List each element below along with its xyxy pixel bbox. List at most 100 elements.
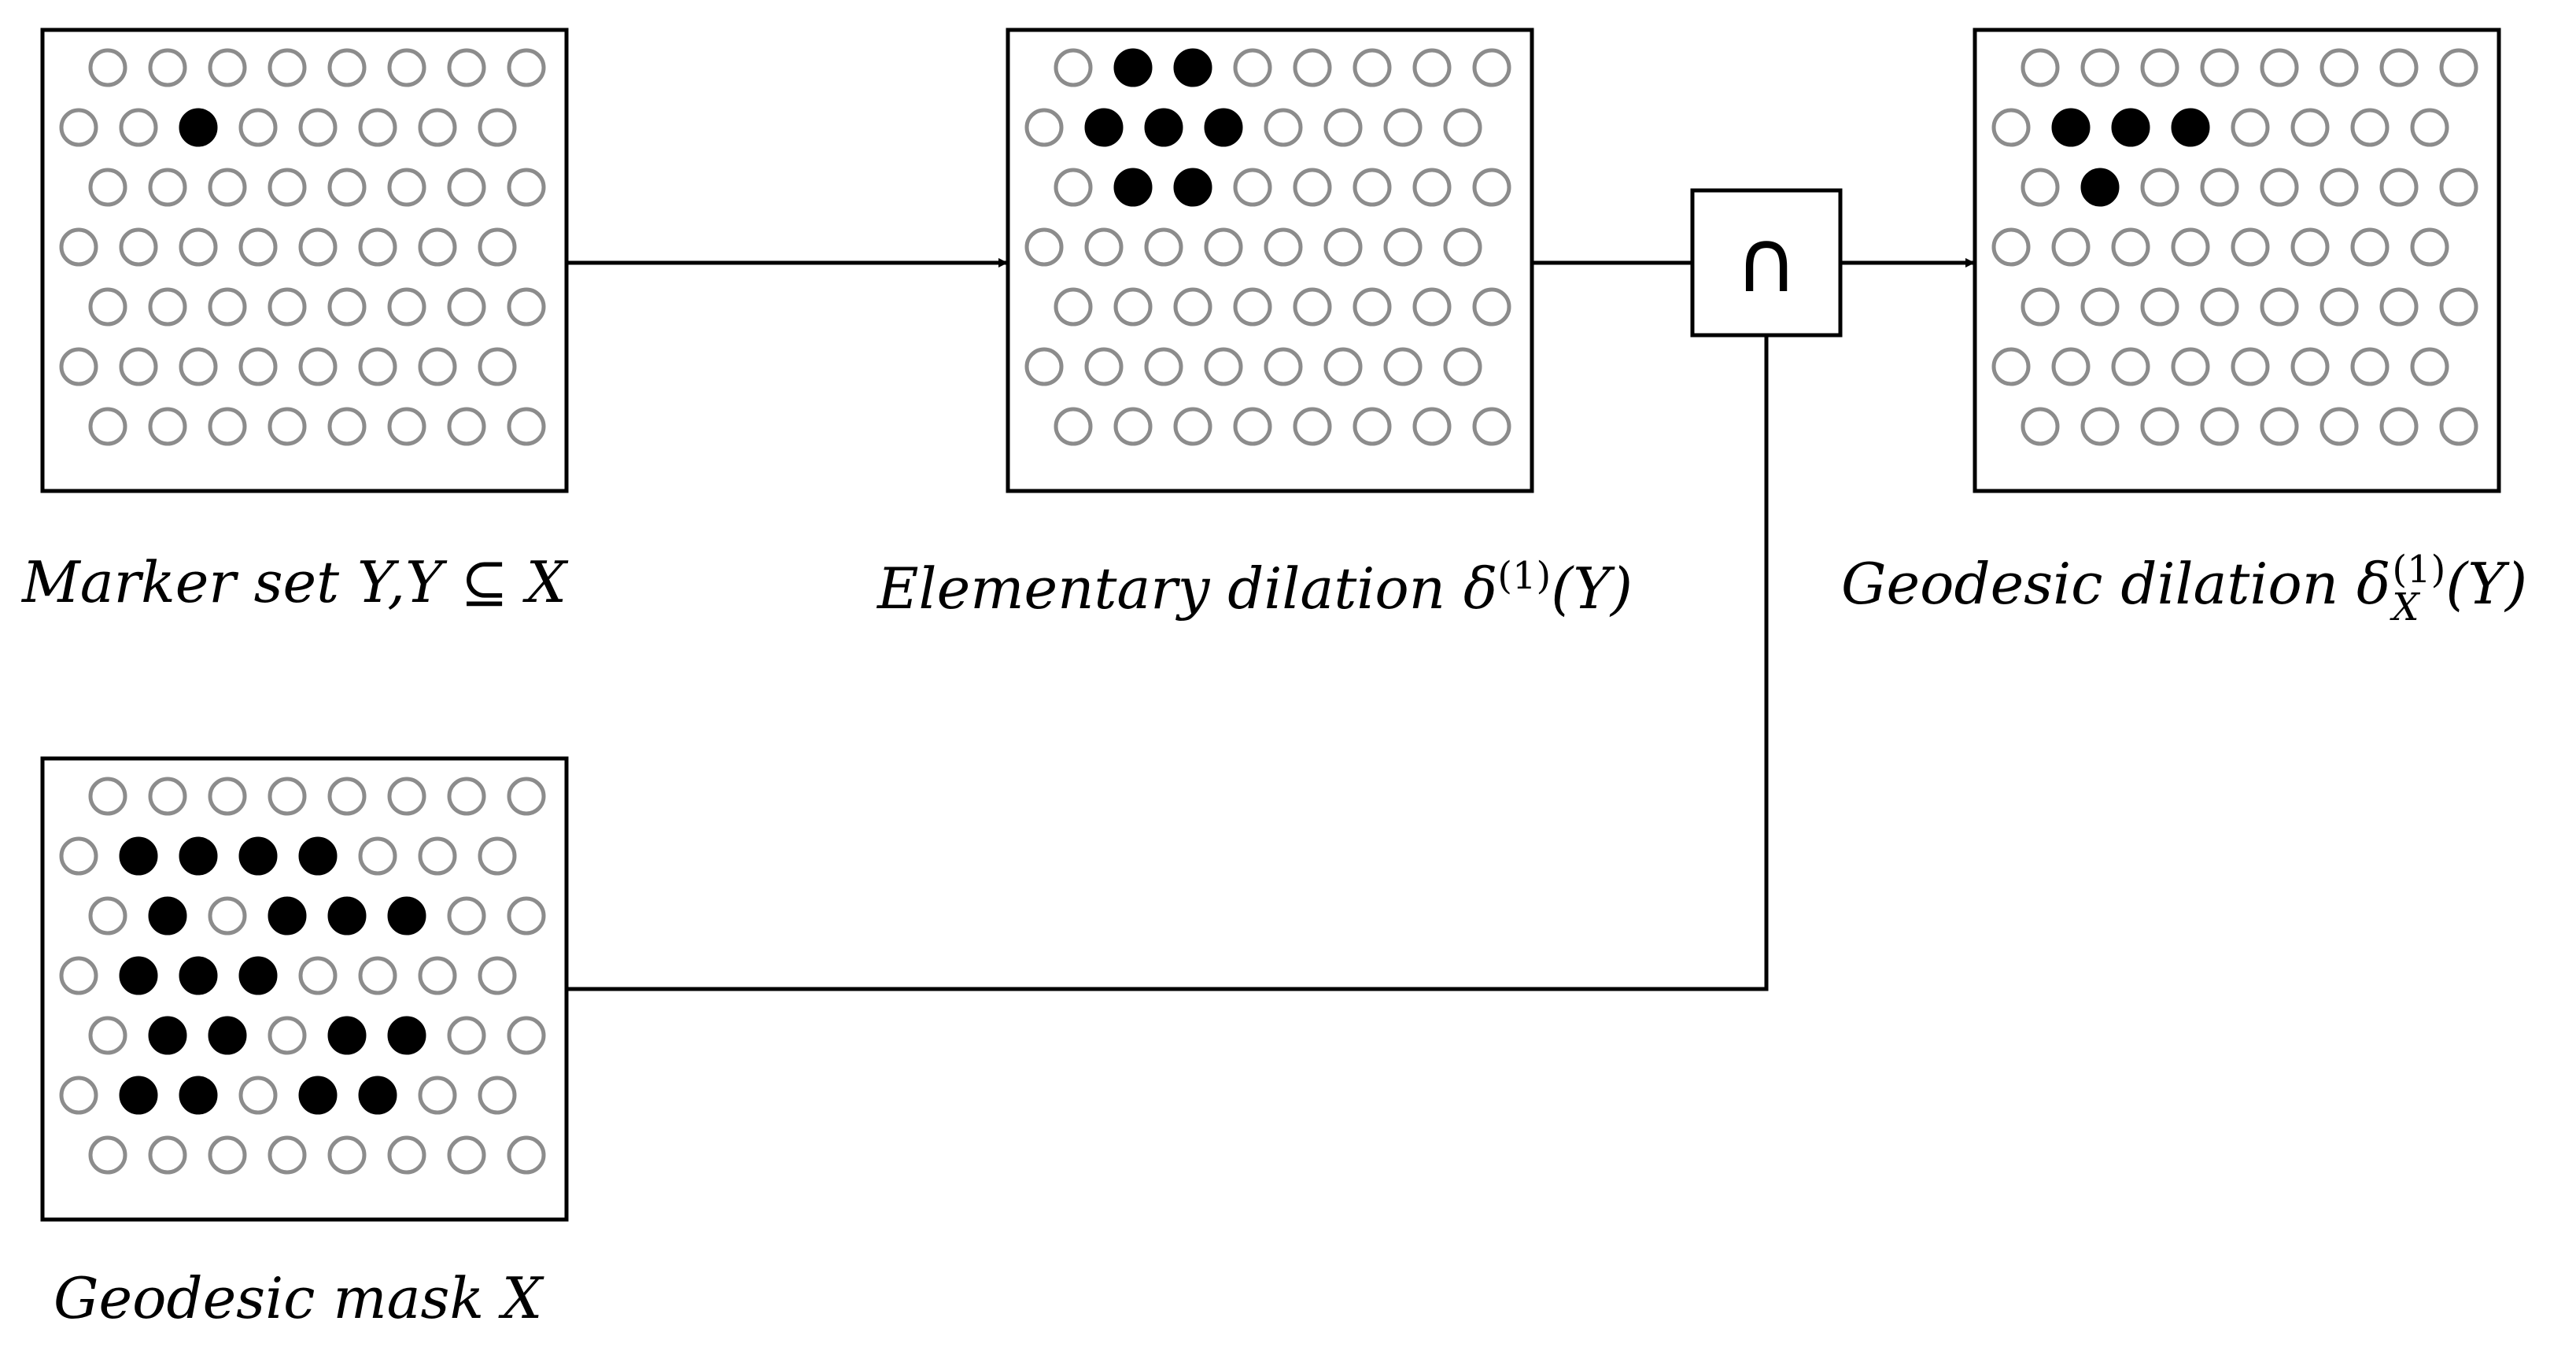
empty-pixel <box>2140 407 2179 446</box>
empty-pixel <box>1412 287 1452 327</box>
filled-pixel <box>2080 168 2120 207</box>
empty-pixel <box>507 287 546 327</box>
filled-pixel <box>148 896 187 936</box>
empty-pixel <box>387 287 426 327</box>
filled-pixel <box>148 1016 187 1055</box>
empty-pixel <box>507 777 546 816</box>
empty-pixel <box>2350 108 2390 147</box>
empty-pixel <box>1024 347 1064 386</box>
empty-pixel <box>447 287 486 327</box>
empty-pixel <box>1991 108 2031 147</box>
filled-pixel <box>238 956 278 995</box>
empty-pixel <box>298 956 338 995</box>
marker-caption-text: Marker set Y,Y ⊆ X <box>22 549 567 615</box>
empty-pixel <box>1443 227 1482 267</box>
empty-pixel <box>2021 287 2060 327</box>
empty-pixel <box>2231 347 2270 386</box>
elementary-caption-argument: (Y) <box>1551 555 1633 622</box>
empty-pixel <box>119 347 158 386</box>
empty-pixel <box>327 287 367 327</box>
empty-pixel <box>447 777 486 816</box>
empty-pixel <box>1293 168 1332 207</box>
empty-pixel <box>1472 168 1511 207</box>
empty-pixel <box>2410 227 2449 267</box>
empty-pixel <box>2320 168 2359 207</box>
empty-pixel <box>478 347 517 386</box>
empty-pixel <box>2410 108 2449 147</box>
empty-pixel <box>478 108 517 147</box>
empty-pixel <box>418 956 457 995</box>
filled-pixel <box>179 108 218 147</box>
empty-pixel <box>447 48 486 87</box>
mask-caption-text: Geodesic mask X <box>54 1265 543 1331</box>
geodesic-caption: Geodesic dilation δ(1)X(Y) <box>1841 551 2527 626</box>
elementary-caption-text: Elementary dilation δ <box>877 555 1498 622</box>
intersection-operator-box <box>1690 188 1843 338</box>
empty-pixel <box>2350 347 2390 386</box>
empty-pixel <box>2080 48 2120 87</box>
filled-pixel <box>1084 108 1124 147</box>
empty-pixel <box>2379 407 2419 446</box>
filled-pixel <box>327 1016 367 1055</box>
empty-pixel <box>358 227 397 267</box>
empty-pixel <box>119 227 158 267</box>
empty-pixel <box>238 108 278 147</box>
empty-pixel <box>208 287 247 327</box>
empty-pixel <box>88 168 127 207</box>
empty-pixel <box>268 48 307 87</box>
empty-pixel <box>2439 48 2478 87</box>
empty-pixel <box>418 836 457 876</box>
elementary-caption: Elementary dilation δ(1)(Y) <box>877 557 1633 617</box>
filled-pixel <box>119 1076 158 1115</box>
empty-pixel <box>2410 347 2449 386</box>
empty-pixel <box>238 1076 278 1115</box>
empty-pixel <box>447 896 486 936</box>
empty-pixel <box>2051 347 2091 386</box>
filled-pixel <box>1113 48 1153 87</box>
empty-pixel <box>2379 168 2419 207</box>
empty-pixel <box>2111 227 2150 267</box>
empty-pixel <box>2260 168 2299 207</box>
empty-pixel <box>447 407 486 446</box>
empty-pixel <box>59 956 98 995</box>
empty-pixel <box>1323 347 1363 386</box>
empty-pixel <box>1472 287 1511 327</box>
empty-pixel <box>1991 227 2031 267</box>
empty-pixel <box>1173 287 1212 327</box>
empty-pixel <box>1353 287 1392 327</box>
empty-pixel <box>2021 48 2060 87</box>
empty-pixel <box>1264 347 1303 386</box>
filled-pixel <box>387 896 426 936</box>
empty-pixel <box>1084 227 1124 267</box>
empty-pixel <box>59 108 98 147</box>
empty-pixel <box>1173 407 1212 446</box>
empty-pixel <box>148 287 187 327</box>
empty-pixel <box>1024 108 1064 147</box>
empty-pixel <box>2260 48 2299 87</box>
empty-pixel <box>387 168 426 207</box>
empty-pixel <box>2320 287 2359 327</box>
empty-pixel <box>59 227 98 267</box>
empty-pixel <box>358 836 397 876</box>
empty-pixel <box>2439 407 2478 446</box>
filled-pixel <box>358 1076 397 1115</box>
filled-pixel <box>1173 48 1212 87</box>
empty-pixel <box>238 347 278 386</box>
filled-pixel <box>238 836 278 876</box>
empty-pixel <box>1443 108 1482 147</box>
empty-pixel <box>88 777 127 816</box>
filled-pixel <box>298 1076 338 1115</box>
empty-pixel <box>2260 287 2299 327</box>
empty-pixel <box>268 287 307 327</box>
empty-pixel <box>2140 48 2179 87</box>
empty-pixel <box>2021 407 2060 446</box>
empty-pixel <box>1293 287 1332 327</box>
empty-pixel <box>2231 227 2270 267</box>
empty-pixel <box>2200 287 2239 327</box>
empty-pixel <box>1054 407 1093 446</box>
line-mask-to-operator <box>566 335 1769 991</box>
empty-pixel <box>2200 168 2239 207</box>
empty-pixel <box>268 777 307 816</box>
empty-pixel <box>1054 168 1093 207</box>
empty-pixel <box>2080 287 2120 327</box>
